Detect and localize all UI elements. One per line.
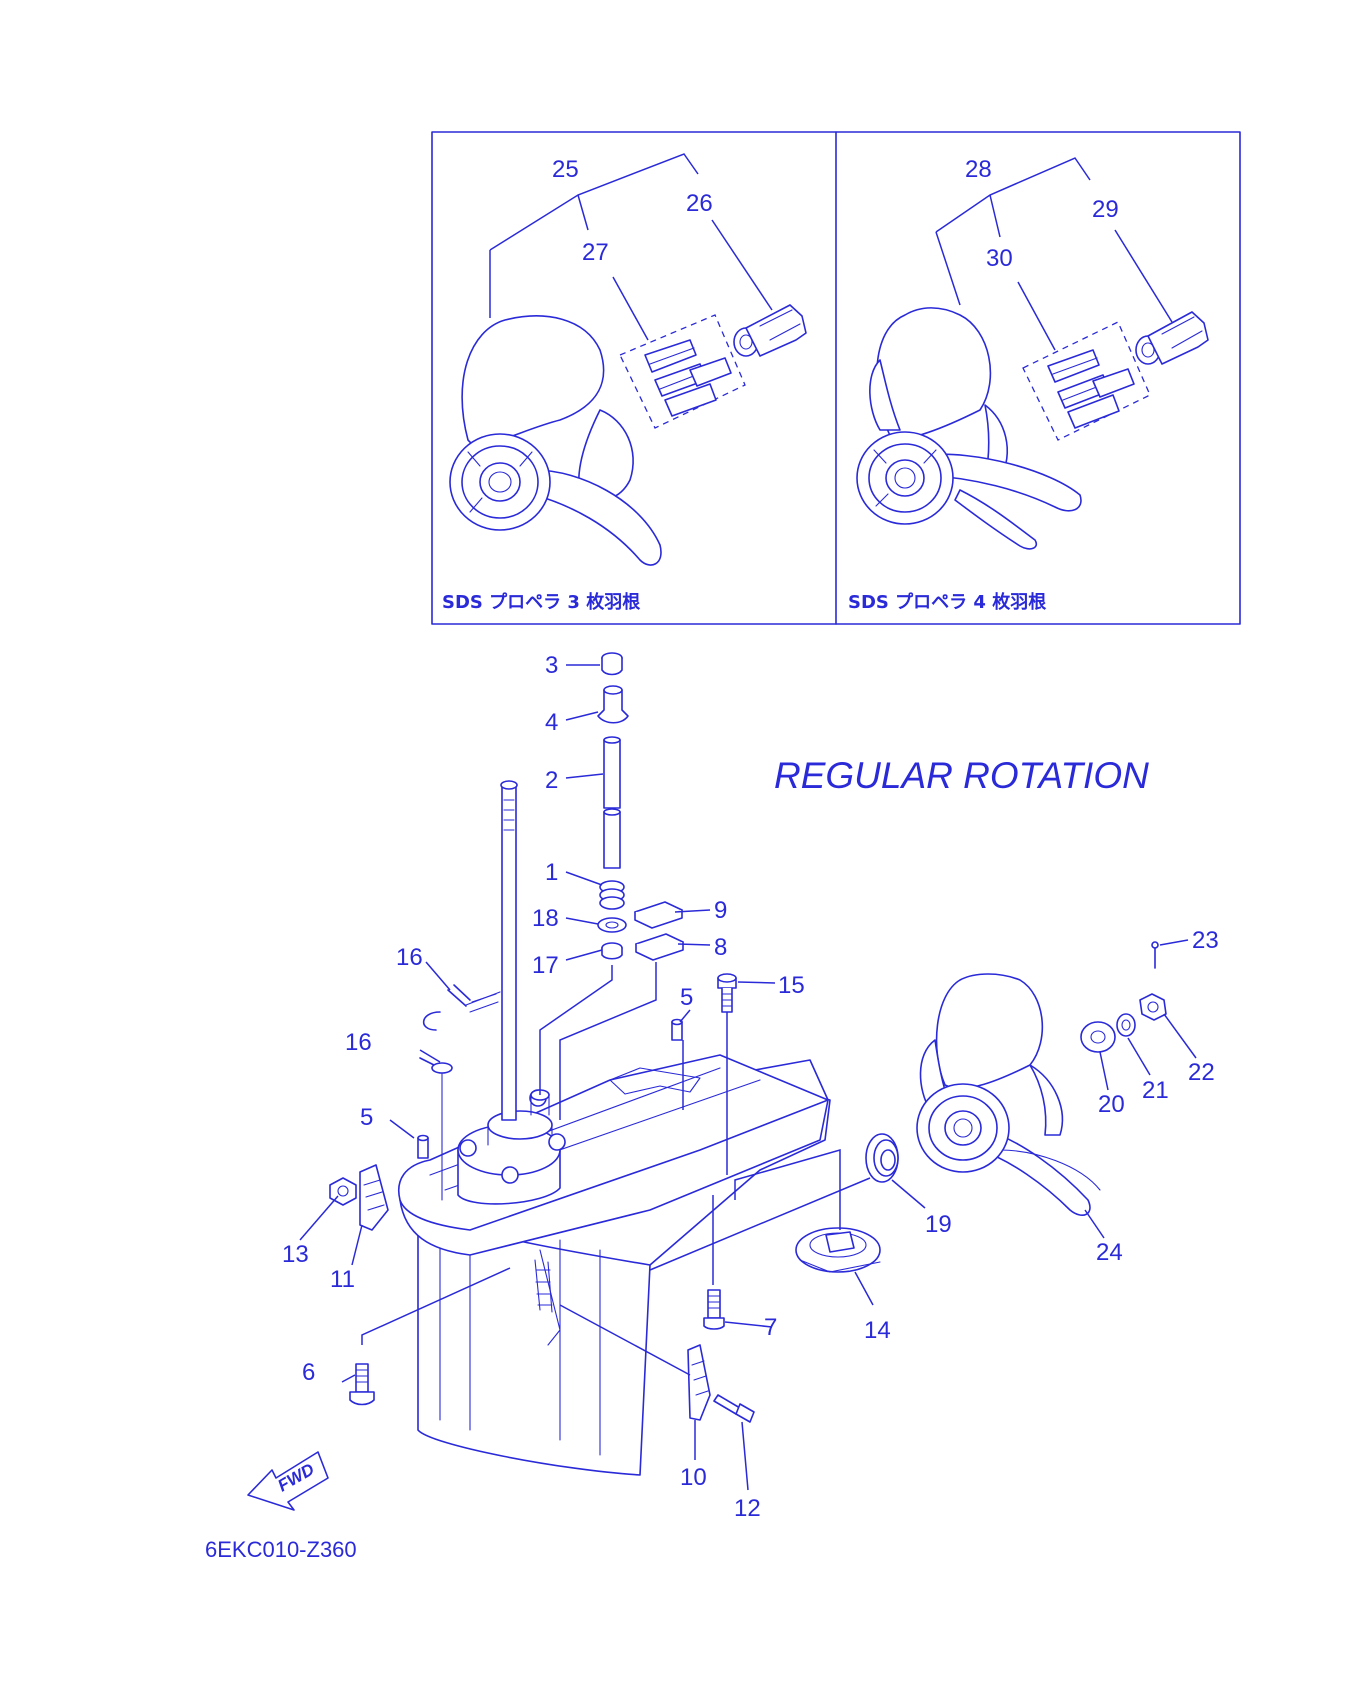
label-10: 10	[680, 1464, 707, 1491]
label-23: 23	[1192, 927, 1219, 954]
label-15: 15	[778, 972, 805, 999]
label-5-upper: 5	[680, 984, 693, 1011]
label-13: 13	[282, 1241, 309, 1268]
label-29: 29	[1092, 196, 1119, 223]
label-20: 20	[1098, 1091, 1125, 1118]
inset-right-leaders: 28 29 30 SDS プロペラ 4 枚羽根	[848, 156, 1173, 613]
label-16-lower: 16	[345, 1029, 372, 1056]
damper-set-30	[1022, 321, 1151, 441]
cotter-pin-23	[1151, 941, 1159, 969]
inset-left-leaders: 25 26 27 SDS プロペラ 3 枚羽根	[442, 153, 773, 613]
dowel-5-upper	[671, 1018, 683, 1041]
label-26: 26	[686, 190, 713, 217]
label-25: 25	[552, 156, 579, 183]
nut-22	[1139, 993, 1167, 1021]
label-27: 27	[582, 239, 609, 266]
label-12: 12	[734, 1495, 761, 1522]
hose-clip-16-lower	[419, 1057, 453, 1201]
spacer-26	[733, 304, 807, 357]
propeller-inset-panels	[431, 131, 1241, 625]
label-16-upper: 16	[396, 944, 423, 971]
diagram-code: 6EKC010-Z360	[205, 1537, 357, 1562]
label-8: 8	[714, 934, 727, 961]
label-11: 11	[330, 1266, 355, 1293]
label-14: 14	[864, 1317, 891, 1344]
label-18: 18	[532, 905, 559, 932]
caption-sds-4-blade: SDS プロペラ 4 枚羽根	[848, 591, 1046, 613]
dowel-5-left	[417, 1134, 429, 1159]
bolt-7	[703, 1289, 725, 1330]
hose-clip-16-upper	[422, 984, 501, 1031]
caption-sds-3-blade: SDS プロペラ 3 枚羽根	[442, 591, 640, 613]
bolt-12	[713, 1394, 755, 1423]
diagram-title: REGULAR ROTATION	[774, 755, 1149, 796]
bolt-6	[349, 1363, 375, 1406]
label-24: 24	[1096, 1239, 1123, 1266]
label-30: 30	[986, 245, 1013, 272]
washer-21	[1116, 1013, 1136, 1037]
label-22: 22	[1188, 1059, 1215, 1086]
damper-set-27	[619, 314, 746, 429]
propeller-24	[916, 973, 1101, 1216]
label-3: 3	[545, 652, 558, 679]
thrust-washer-19	[865, 1133, 899, 1183]
lower-casing	[398, 780, 831, 1476]
water-tube-stack	[597, 652, 629, 960]
label-4: 4	[545, 709, 558, 736]
main-labels: 3 4 2 1 18 17 9 8 15 5 16 16 5 23 22 21 …	[282, 652, 1219, 1522]
trim-tab-14	[795, 1227, 881, 1273]
shims-9-8	[634, 901, 684, 961]
label-7: 7	[764, 1314, 777, 1341]
spacer-29	[1135, 311, 1209, 365]
propeller-3-blade	[449, 315, 662, 566]
label-19: 19	[925, 1211, 952, 1238]
anode-11	[359, 1164, 389, 1231]
spacer-20	[1080, 1021, 1116, 1053]
label-2: 2	[545, 767, 558, 794]
label-21: 21	[1142, 1077, 1169, 1104]
main-leaders	[299, 664, 1197, 1491]
label-9: 9	[714, 897, 727, 924]
anode-10	[687, 1344, 711, 1421]
label-1: 1	[545, 859, 558, 886]
label-5-left: 5	[360, 1104, 373, 1131]
label-28: 28	[965, 156, 992, 183]
label-17: 17	[532, 952, 559, 979]
bolt-15	[717, 973, 737, 1013]
propeller-4-blade	[856, 307, 1082, 550]
label-6: 6	[302, 1359, 315, 1386]
fwd-arrow: FWD	[247, 1451, 329, 1511]
